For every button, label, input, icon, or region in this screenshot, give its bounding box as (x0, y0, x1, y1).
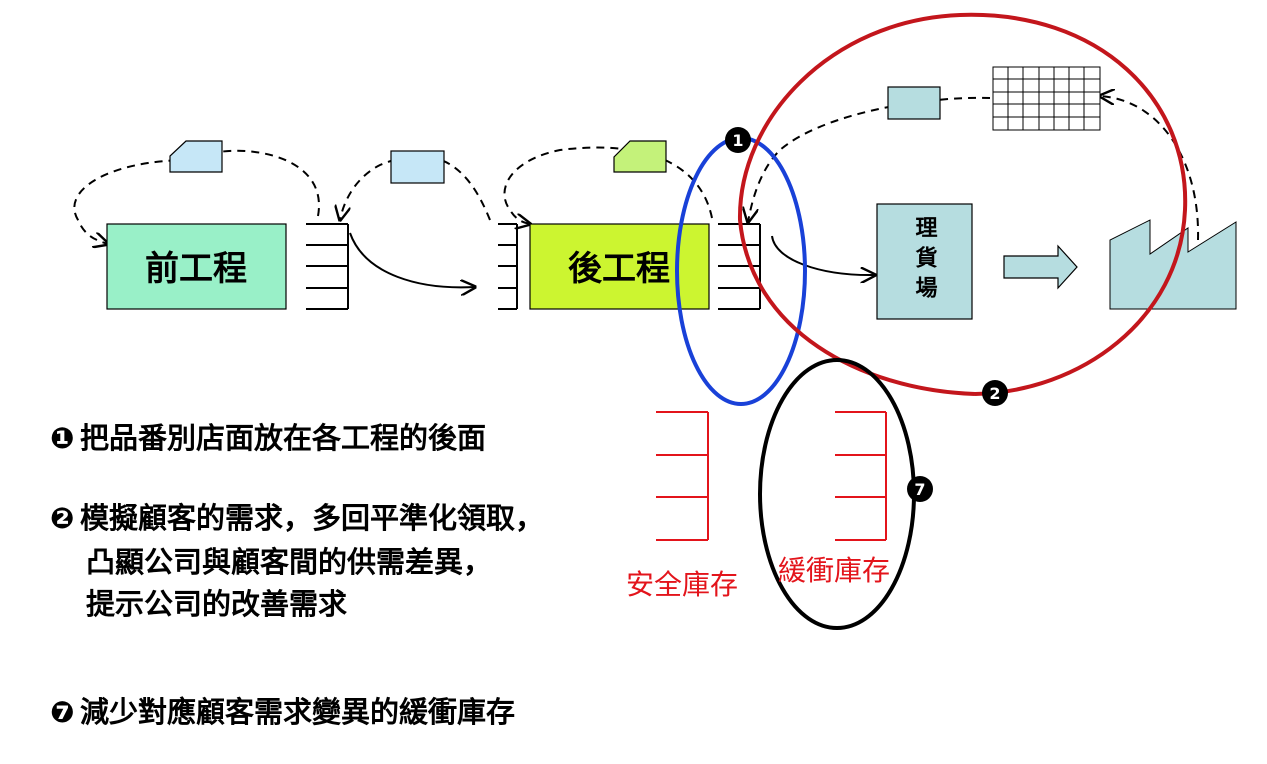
marker-2 (982, 380, 1008, 406)
note-7-symbol: ❼ (50, 695, 75, 729)
store-back-output (718, 223, 761, 310)
kanban-card-mid (390, 150, 445, 184)
marker-2-label: 2 (989, 384, 1000, 403)
marker-1-label: 1 (732, 131, 743, 150)
note-1-symbol: ❶ (50, 421, 75, 455)
kanban-card-front (169, 140, 223, 173)
marker-7 (907, 476, 933, 502)
kanban-loop-customer-right (1100, 96, 1200, 241)
store-back-input (498, 223, 518, 310)
note-2-line1: 模擬顧客的需求，多回平準化領取， (80, 501, 544, 535)
front-process-box (106, 223, 287, 310)
note-7-text: 減少對應顧客需求變異的緩衝庫存 (80, 695, 515, 729)
note-2-line2: 凸顯公司與顧客間的供需差異， (86, 545, 492, 579)
note-2-symbol: ❷ (50, 501, 75, 535)
schedule-grid (992, 66, 1101, 131)
back-process-label: 後工程 (568, 249, 670, 289)
kanban-card-back (613, 140, 667, 173)
warehouse-label: 理貨場 (912, 216, 938, 306)
buffer-stock-store (835, 411, 887, 541)
flow-arrow-back-to-warehouse (771, 235, 875, 275)
kanban-card-customer (887, 86, 941, 120)
black-circle-buffer (758, 358, 916, 630)
safety-stock-store (656, 411, 709, 541)
shipping-arrow (1003, 244, 1078, 290)
front-process-label: 前工程 (145, 249, 247, 289)
note-1-text: 把品番別店面放在各工程的後面 (80, 421, 486, 455)
safety-stock-label: 安全庫存 (626, 568, 738, 601)
marker-1 (725, 127, 751, 153)
store-front-output (306, 223, 349, 310)
note-2-line3: 提示公司的改善需求 (86, 587, 347, 621)
kanban-loop-back (503, 146, 713, 224)
marker-7-label: 7 (914, 480, 925, 499)
flow-arrow-front-to-back (349, 232, 475, 287)
kanban-loop-front (73, 149, 320, 244)
red-circle-customer-loop (737, 12, 1188, 396)
kanban-loop-customer-left (748, 96, 991, 222)
buffer-stock-label: 緩衝庫存 (778, 554, 890, 587)
warehouse-box (876, 203, 973, 320)
